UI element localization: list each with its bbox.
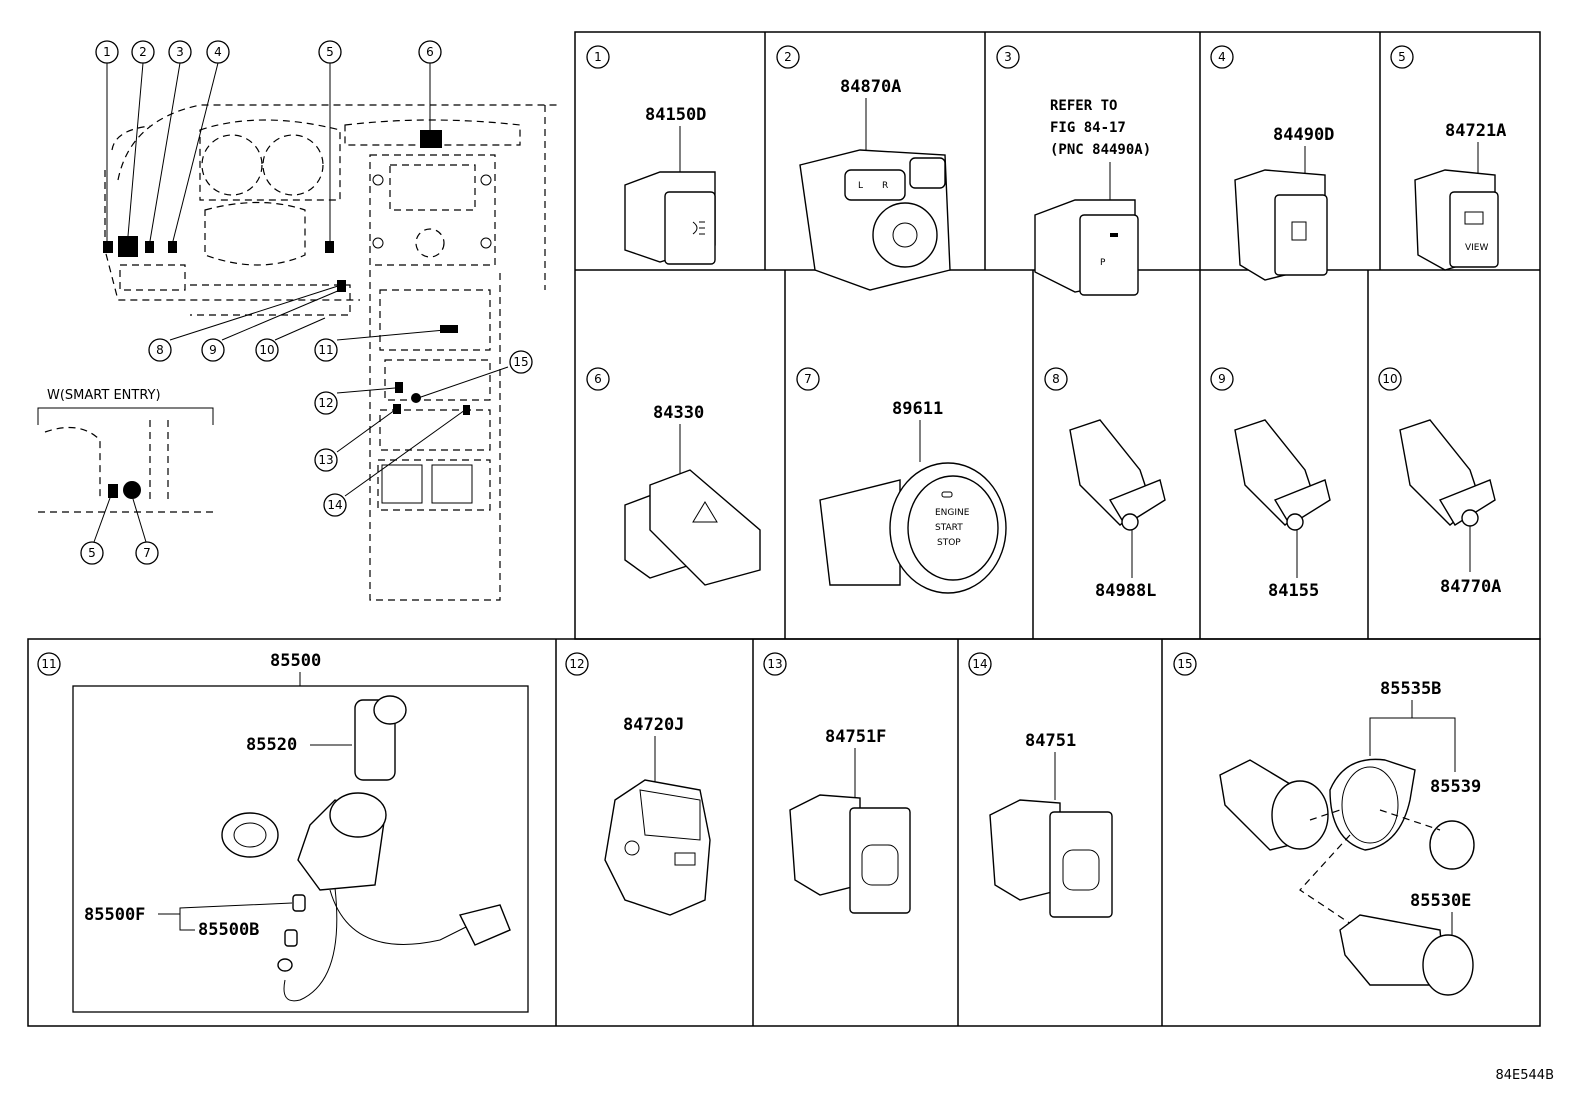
part-84721A: 84721A — [1445, 121, 1506, 141]
panel-6: 6 84330 — [586, 367, 761, 586]
panel-14: 14 84751 — [968, 652, 1113, 918]
svg-text:7: 7 — [143, 546, 151, 560]
part-84751: 84751 — [1025, 731, 1076, 751]
note-line-3: (PNC 84490A) — [1050, 142, 1151, 158]
callout-2: 2 — [131, 40, 155, 64]
callout-15: 15 — [509, 350, 533, 374]
part-85500: 85500 — [270, 651, 321, 671]
callout-14: 14 — [323, 493, 347, 517]
svg-text:3: 3 — [176, 45, 184, 59]
svg-text:12: 12 — [318, 396, 333, 410]
part-84870A: 84870A — [840, 77, 901, 97]
svg-text:9: 9 — [209, 343, 217, 357]
svg-text:2: 2 — [139, 45, 147, 59]
note-line-1: REFER TO — [1050, 98, 1117, 114]
panel-11: 11 85500 85520 85500F 85500B — [37, 651, 529, 1013]
panel-8: 8 84988L — [1044, 367, 1166, 601]
callout-3: 3 — [168, 40, 192, 64]
part-85535B: 85535B — [1380, 679, 1441, 699]
part-85500F: 85500F — [84, 905, 145, 925]
svg-text:STOP: STOP — [937, 538, 961, 548]
callout-11: 11 — [314, 338, 338, 362]
callout-10: 10 — [255, 338, 279, 362]
panel-15: 15 85535B 85539 85530E — [1173, 652, 1481, 996]
svg-text:4: 4 — [1218, 50, 1226, 64]
svg-text:15: 15 — [513, 355, 528, 369]
svg-text:3: 3 — [1004, 50, 1012, 64]
callout-7-smart: 7 — [135, 541, 159, 565]
part-84720J: 84720J — [623, 715, 684, 735]
figure-code: 84E544B — [1495, 1068, 1555, 1083]
callout-12: 12 — [314, 391, 338, 415]
callout-4: 4 — [206, 40, 230, 64]
svg-text:5: 5 — [326, 45, 334, 59]
part-84751F: 84751F — [825, 727, 886, 747]
svg-text:ENGINE: ENGINE — [935, 508, 970, 518]
part-84155: 84155 — [1268, 581, 1319, 601]
svg-text:14: 14 — [327, 498, 342, 512]
panel-12: 12 84720J — [565, 652, 711, 916]
callout-5: 5 — [318, 40, 342, 64]
part-85500B: 85500B — [198, 920, 259, 940]
svg-text:L: L — [858, 181, 863, 191]
callout-9: 9 — [201, 338, 225, 362]
panel-5: 5 84721A VIEW — [1390, 45, 1506, 271]
panel-10: 10 84770A — [1378, 367, 1501, 597]
callout-8: 8 — [148, 338, 172, 362]
svg-text:13: 13 — [318, 453, 333, 467]
callout-13: 13 — [314, 448, 338, 472]
view-label: VIEW — [1465, 243, 1488, 253]
svg-text:9: 9 — [1218, 372, 1226, 386]
part-89611: 89611 — [892, 399, 943, 419]
panel-13: 13 84751F — [763, 652, 911, 914]
part-85520: 85520 — [246, 735, 297, 755]
callout-6: 6 — [418, 40, 442, 64]
smart-entry-inset: W(SMART ENTRY) 5 7 — [37, 388, 214, 565]
svg-text:11: 11 — [41, 657, 56, 671]
callout-1: 1 — [95, 40, 119, 64]
note-line-2: FIG 84-17 — [1050, 120, 1126, 136]
svg-text:5: 5 — [1398, 50, 1406, 64]
part-84988L: 84988L — [1095, 581, 1156, 601]
panel-2: 2 84870A L R — [776, 45, 951, 291]
panel-3: 3 REFER TO FIG 84-17 (PNC 84490A) P — [996, 45, 1151, 296]
svg-text:12: 12 — [569, 657, 584, 671]
part-84330: 84330 — [653, 403, 704, 423]
svg-text:5: 5 — [88, 546, 96, 560]
part-85539: 85539 — [1430, 777, 1481, 797]
panel-4: 4 84490D — [1210, 45, 1334, 281]
svg-text:6: 6 — [594, 372, 602, 386]
grid-frames — [27, 31, 1541, 1027]
smart-entry-label: W(SMART ENTRY) — [47, 388, 161, 403]
svg-text:7: 7 — [804, 372, 812, 386]
svg-text:1: 1 — [103, 45, 111, 59]
svg-text:10: 10 — [1382, 372, 1397, 386]
svg-text:13: 13 — [767, 657, 782, 671]
part-85530E: 85530E — [1410, 891, 1471, 911]
svg-text:14: 14 — [972, 657, 987, 671]
svg-text:11: 11 — [318, 343, 333, 357]
panel-1: 1 84150D — [586, 45, 716, 265]
svg-text:8: 8 — [156, 343, 164, 357]
part-84770A: 84770A — [1440, 577, 1501, 597]
svg-text:2: 2 — [784, 50, 792, 64]
callout-5-smart: 5 — [80, 541, 104, 565]
svg-text:8: 8 — [1052, 372, 1060, 386]
part-84150D: 84150D — [645, 105, 706, 125]
svg-text:R: R — [882, 181, 888, 191]
svg-text:1: 1 — [594, 50, 602, 64]
svg-text:15: 15 — [1177, 657, 1192, 671]
svg-text:6: 6 — [426, 45, 434, 59]
svg-text:10: 10 — [259, 343, 274, 357]
panel-9: 9 84155 — [1210, 367, 1331, 601]
dashboard-overview — [103, 62, 560, 601]
overview-callouts: 1 2 3 4 5 6 8 9 10 11 12 13 14 15 — [95, 40, 533, 517]
svg-text:4: 4 — [214, 45, 222, 59]
panel-7: 7 89611 ENGINE START STOP — [796, 367, 1007, 594]
svg-text:START: START — [935, 523, 963, 533]
part-84490D: 84490D — [1273, 125, 1334, 145]
svg-text:P: P — [1100, 258, 1106, 268]
